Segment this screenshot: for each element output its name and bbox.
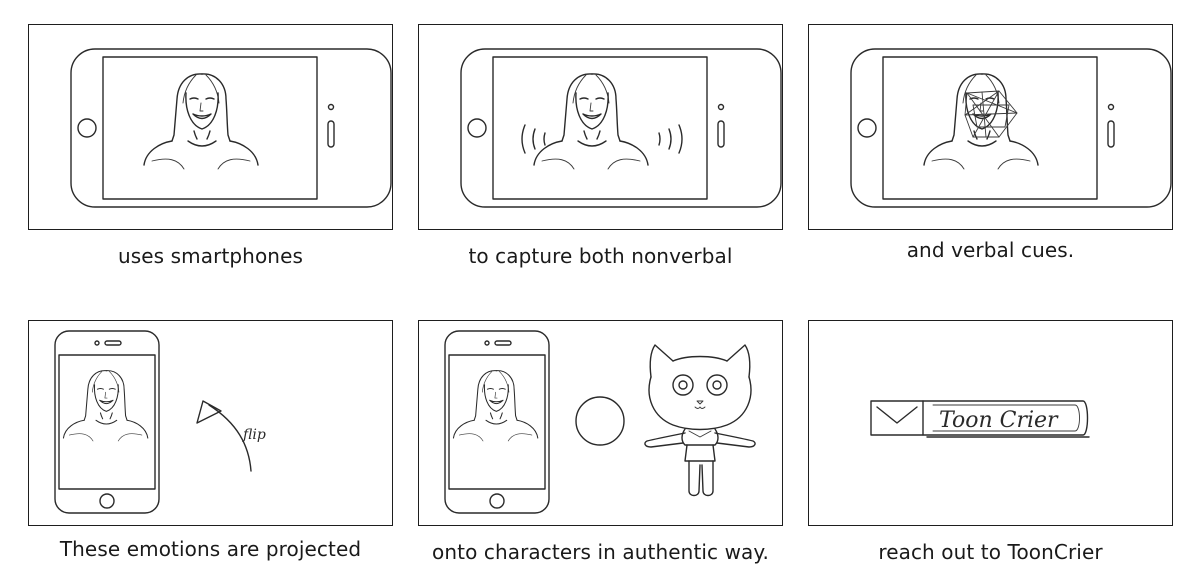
face-mesh <box>964 90 1018 138</box>
storyboard-panel-5 <box>418 320 783 526</box>
storyboard-panel-4: flip <box>28 320 393 526</box>
storyboard-panel-2 <box>418 24 783 230</box>
cat-character <box>644 344 756 497</box>
storyboard-panel-3 <box>808 24 1173 230</box>
phone-sketch <box>70 48 392 208</box>
contact-button-sketch: Toon Crier <box>870 400 1090 438</box>
mail-icon-box <box>870 400 924 436</box>
caption-5: onto characters in authentic way. <box>432 540 769 564</box>
phone-to-character-sketch <box>444 330 756 514</box>
storyboard-panel-1 <box>28 24 393 230</box>
transition-circle <box>575 396 625 446</box>
phone-sketch-face-mesh <box>850 48 1172 208</box>
caption-2: to capture both nonverbal <box>468 244 733 268</box>
caption-3: and verbal cues. <box>906 238 1075 262</box>
phone-sketch-speaking <box>460 48 782 208</box>
caption-6: reach out to ToonCrier <box>878 540 1103 564</box>
caption-4: These emotions are projected <box>59 537 362 561</box>
phone-flip-sketch: flip <box>54 330 266 514</box>
mail-icon <box>876 406 918 424</box>
flip-label: flip <box>242 427 266 443</box>
caption-1: uses smartphones <box>117 244 303 268</box>
tooncrier-label: Toon Crier <box>939 408 1059 433</box>
storyboard-panel-6: Toon Crier <box>808 320 1173 526</box>
